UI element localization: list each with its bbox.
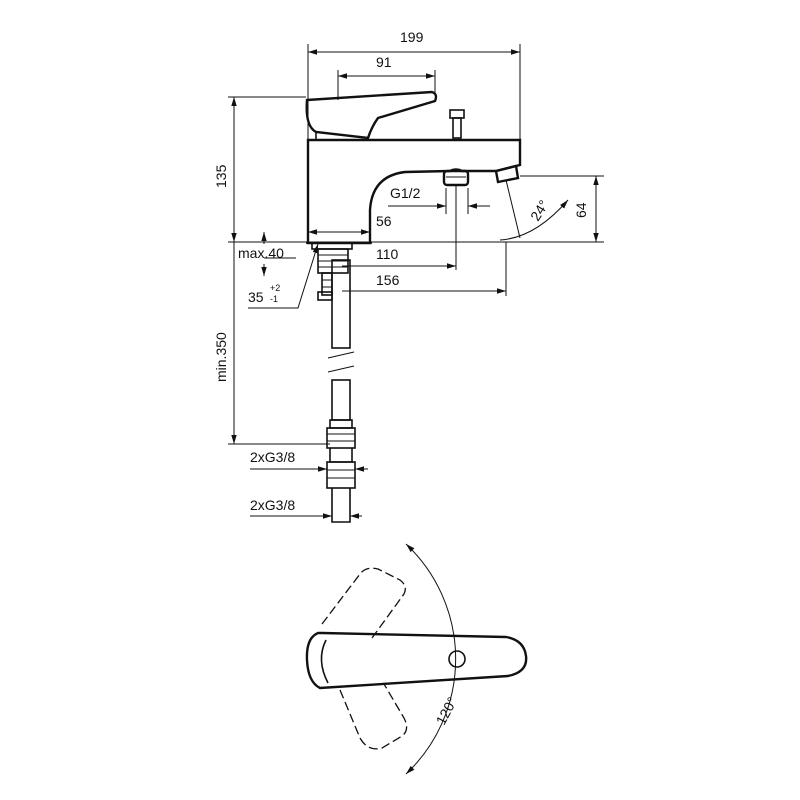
lever-rotated-left [321,567,406,639]
label-hole-diameter: 35 [248,289,264,305]
faucet-top-view [305,543,528,775]
label-hole-tol-plus: +2 [270,283,280,293]
dimension-lines [228,44,604,519]
hose-connectors [326,419,356,523]
diverter-top-view [448,650,466,668]
label-thread-upper: 2xG3/8 [250,449,295,465]
label-spout-reach: 156 [376,272,400,288]
label-spout-height: 64 [573,202,589,218]
lever-top-view [305,631,528,690]
label-lever-rotation: 120° [433,694,461,727]
label-deck-max: max.40 [238,245,284,261]
outlet-nozzle [442,169,470,187]
flex-hoses [327,259,355,421]
faucet-side-view [305,90,522,523]
label-outlet-thread: G1/2 [390,185,421,201]
spout-tip [494,164,520,184]
label-body-height: 135 [213,164,229,188]
label-lever-length: 91 [376,54,392,70]
label-outlet-offset: 110 [376,246,399,262]
mounting-assembly [311,242,353,301]
label-total-width: 199 [400,29,424,45]
label-hole-tol-minus: -1 [270,294,278,304]
label-hose-min: min.350 [213,332,229,382]
label-body-depth: 56 [376,213,392,229]
diverter-knob [449,109,465,139]
dimension-labels: 199 91 135 64 24° G1/2 56 110 156 max.40… [213,29,589,727]
lever-handle [305,90,438,140]
label-thread-lower: 2xG3/8 [250,497,295,513]
lever-rotated-right [339,683,408,750]
